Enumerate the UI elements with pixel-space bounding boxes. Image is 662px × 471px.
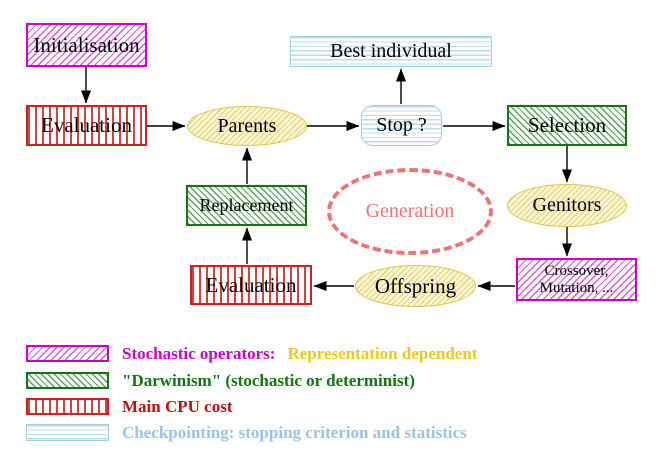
node-genitors-label: Genitors: [532, 194, 602, 216]
legend-swatch-checkpointing: [26, 424, 109, 441]
node-evaluation-top-label: Evaluation: [41, 113, 132, 137]
legend-row-main-cpu-cost: Main CPU cost: [122, 397, 232, 417]
legend-swatch-main-cpu-cost: [26, 398, 109, 415]
node-selection-label: Selection: [527, 113, 607, 137]
node-evaluation-bottom-label: Evaluation: [205, 272, 297, 297]
node-selection: Selection: [507, 105, 627, 146]
legend-row-checkpointing: Checkpointing: stopping criterion and st…: [122, 423, 467, 443]
legend-row-darwinism: "Darwinism" (stochastic or determinist): [122, 371, 415, 391]
node-generation-loop: Generation: [327, 168, 493, 255]
legend-stochastic-operators-label: Stochastic operators:: [122, 344, 276, 363]
legend-swatch-stochastic-operators: [26, 345, 109, 362]
node-evaluation-bottom: Evaluation: [190, 265, 312, 305]
node-initialisation-label: Initialisation: [33, 32, 140, 57]
node-replacement-label: Replacement: [199, 195, 294, 215]
legend-main-cpu-cost-label: Main CPU cost: [122, 397, 233, 416]
legend-row-stochastic-operators: Stochastic operators: Representation dep…: [122, 344, 477, 364]
node-parents: Parents: [187, 106, 307, 146]
node-parents-label: Parents: [217, 114, 277, 137]
node-offspring: Offspring: [355, 265, 476, 307]
node-evaluation-top: Evaluation: [26, 105, 147, 146]
node-offspring-label: Offspring: [374, 273, 457, 298]
legend-checkpointing-label: Checkpointing: stopping criterion and st…: [122, 423, 467, 442]
node-crossover-line2: Mutation, ...: [539, 279, 614, 296]
node-initialisation: Initialisation: [26, 23, 147, 67]
legend-swatch-darwinism: [26, 372, 109, 389]
node-stop-label: Stop ?: [376, 114, 427, 136]
legend-representation-dependent-label: Representation dependent: [287, 344, 478, 363]
node-replacement: Replacement: [186, 185, 307, 226]
legend-darwinism-label: "Darwinism" (stochastic or determinist): [122, 371, 415, 390]
node-generation-label: Generation: [365, 200, 455, 222]
node-best-individual-label: Best individual: [330, 40, 452, 62]
node-genitors: Genitors: [507, 184, 627, 227]
node-crossover-line1: Crossover,: [544, 262, 609, 279]
node-best-individual: Best individual: [290, 36, 492, 67]
node-crossover-mutation: Crossover, Mutation, ...: [516, 258, 637, 301]
node-stop: Stop ?: [361, 105, 442, 146]
